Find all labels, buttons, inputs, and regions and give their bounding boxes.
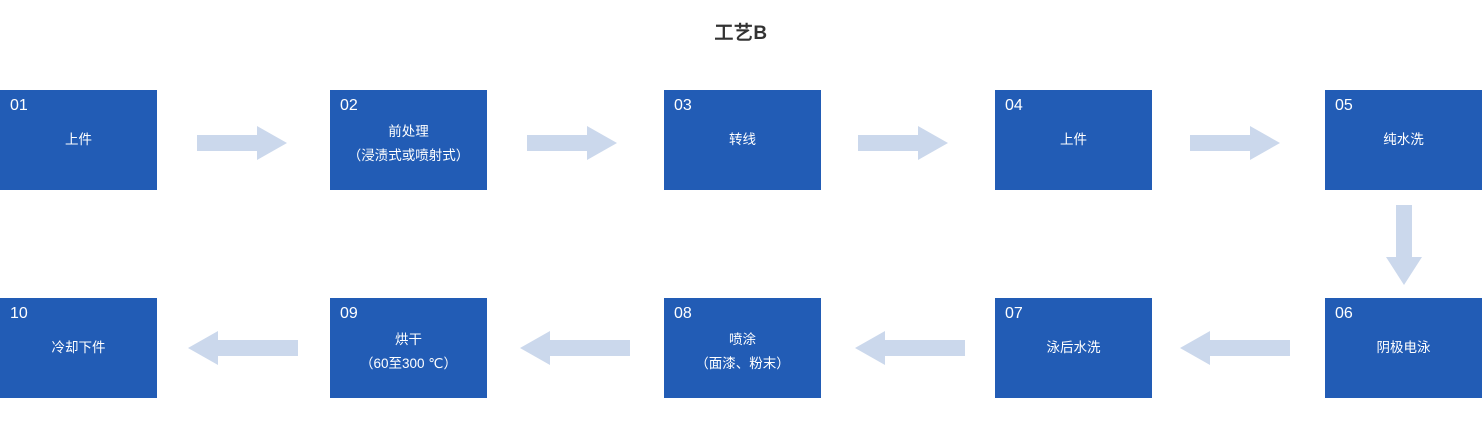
step-number-06: 06	[1335, 305, 1353, 322]
step-number-08: 08	[674, 305, 692, 322]
process-step-05[interactable]: 05 纯水洗	[1325, 90, 1482, 190]
step-number-09: 09	[340, 305, 358, 322]
process-step-02[interactable]: 02 前处理 （浸渍式或喷射式）	[330, 90, 487, 190]
process-step-03[interactable]: 03 转线	[664, 90, 821, 190]
step-label-08: 喷涂 （面漆、粉末）	[695, 332, 790, 371]
step-label-03: 转线	[729, 132, 756, 147]
arrow-07-to-08	[855, 331, 965, 365]
step-label-09: 烘干 （60至300 ℃）	[360, 332, 457, 371]
process-step-06[interactable]: 06 阴极电泳	[1325, 298, 1482, 398]
step-number-04: 04	[1005, 97, 1023, 114]
arrow-06-to-07	[1180, 331, 1290, 365]
step-number-03: 03	[674, 97, 692, 114]
step-number-10: 10	[10, 305, 28, 322]
process-step-08[interactable]: 08 喷涂 （面漆、粉末）	[664, 298, 821, 398]
arrow-04-to-05	[1190, 126, 1280, 160]
step-label-10: 冷却下件	[51, 340, 106, 355]
step-number-02: 02	[340, 97, 358, 114]
arrow-02-to-03	[527, 126, 617, 160]
process-step-04[interactable]: 04 上件	[995, 90, 1152, 190]
step-label-06: 阴极电泳	[1376, 340, 1431, 355]
arrow-09-to-10	[188, 331, 298, 365]
arrow-08-to-09	[520, 331, 630, 365]
process-step-07[interactable]: 07 泳后水洗	[995, 298, 1152, 398]
process-step-10[interactable]: 10 冷却下件	[0, 298, 157, 398]
step-number-01: 01	[10, 97, 28, 114]
arrow-01-to-02	[197, 126, 287, 160]
arrow-03-to-04	[858, 126, 948, 160]
step-label-04: 上件	[1060, 132, 1087, 147]
step-label-01: 上件	[65, 132, 92, 147]
arrow-05-to-06	[1386, 205, 1422, 285]
step-label-07: 泳后水洗	[1046, 340, 1101, 355]
process-step-09[interactable]: 09 烘干 （60至300 ℃）	[330, 298, 487, 398]
process-step-01[interactable]: 01 上件	[0, 90, 157, 190]
page-title: 工艺B	[714, 23, 768, 44]
step-label-02: 前处理 （浸渍式或喷射式）	[347, 124, 470, 163]
step-label-05: 纯水洗	[1383, 132, 1424, 147]
step-number-07: 07	[1005, 305, 1023, 322]
step-number-05: 05	[1335, 97, 1353, 114]
